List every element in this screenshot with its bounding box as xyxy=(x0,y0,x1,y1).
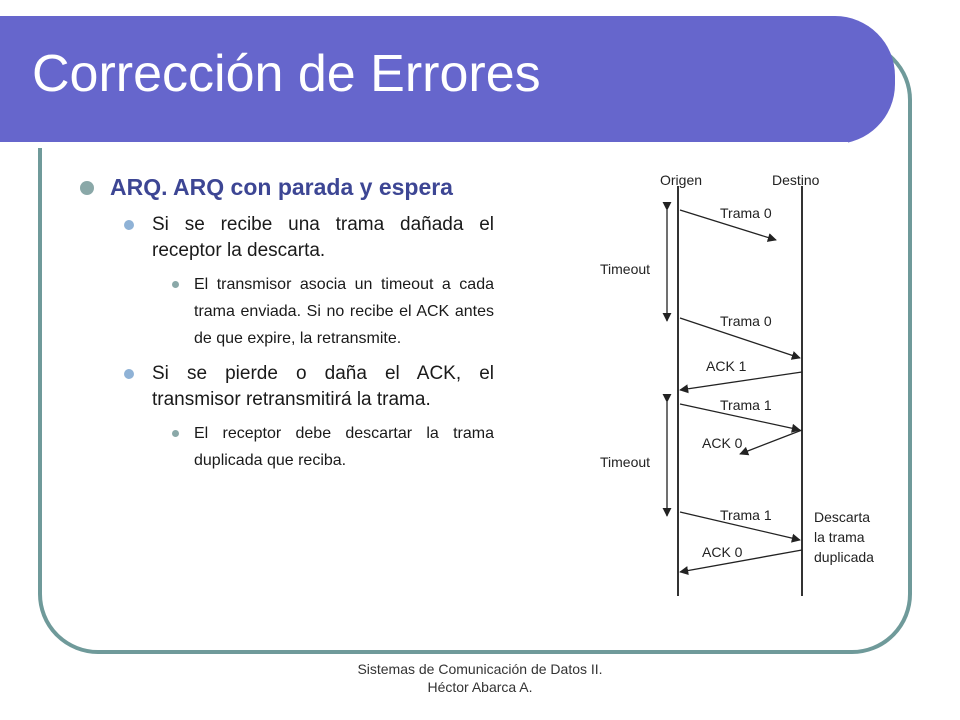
ack0-lost-arrow xyxy=(739,429,803,456)
bullet-dot-icon xyxy=(172,281,179,288)
bullet-arq-text: ARQ. ARQ con parada y espera xyxy=(110,174,453,200)
bullet-list: ARQ. ARQ con parada y espera Si se recib… xyxy=(80,172,494,474)
discard-note-line-3: duplicada xyxy=(814,549,874,565)
bullet-dot-icon xyxy=(124,369,134,379)
ack1-label: ACK 1 xyxy=(706,358,747,374)
timeout-label-2: Timeout xyxy=(600,454,650,470)
title-underline xyxy=(0,142,848,148)
bullet-dot-icon xyxy=(172,430,179,437)
footer-course: Sistemas de Comunicación de Datos II. xyxy=(357,661,603,677)
ack0-first-label: ACK 0 xyxy=(702,435,743,451)
bullet-timeout-text: El transmisor asocia un timeout a cada t… xyxy=(194,276,494,347)
ack0-retry-arrow xyxy=(679,549,803,576)
timeout-label-1: Timeout xyxy=(600,261,650,277)
bullet-ack-lost-text: Si se pierde o daña el ACK, el transmiso… xyxy=(152,363,494,410)
origin-label: Origen xyxy=(660,172,702,188)
frame0-retry-label: Trama 0 xyxy=(720,313,772,329)
slide-footer: Sistemas de Comunicación de Datos II. Hé… xyxy=(0,660,960,696)
bullet-dot-icon xyxy=(124,220,134,230)
ack1-arrow xyxy=(679,371,803,394)
bullet-damaged-frame: Si se recibe una trama dañada el recepto… xyxy=(124,212,494,264)
frame1-retry-arrow xyxy=(679,511,801,543)
bullet-dot-icon xyxy=(80,181,94,195)
title-band xyxy=(0,16,895,148)
ack0-second-label: ACK 0 xyxy=(702,544,743,560)
slide-title: Corrección de Errores xyxy=(32,45,541,103)
bullet-duplicate: El receptor debe descartar la trama dupl… xyxy=(170,420,494,474)
discard-note-line-1: Descarta xyxy=(814,509,870,525)
frame0-lost-arrow xyxy=(679,209,777,242)
frame1-retry-label: Trama 1 xyxy=(720,507,772,523)
frame0-retry-arrow xyxy=(679,317,801,360)
bullet-ack-lost: Si se pierde o daña el ACK, el transmiso… xyxy=(124,361,494,413)
frame1-arrow xyxy=(679,403,801,433)
destination-label: Destino xyxy=(772,172,820,188)
footer-author: Héctor Abarca A. xyxy=(427,679,533,695)
bullet-timeout: El transmisor asocia un timeout a cada t… xyxy=(170,271,494,352)
discard-note-line-2: la trama xyxy=(814,529,865,545)
frame0-first-label: Trama 0 xyxy=(720,205,772,221)
bullet-duplicate-text: El receptor debe descartar la trama dupl… xyxy=(194,425,494,469)
bullet-damaged-text: Si se recibe una trama dañada el recepto… xyxy=(152,214,494,261)
stop-and-wait-diagram: Origen Destino Timeout Timeout Trama 0 T… xyxy=(600,172,874,596)
bullet-arq: ARQ. ARQ con parada y espera xyxy=(80,172,494,202)
frame1-first-label: Trama 1 xyxy=(720,397,772,413)
